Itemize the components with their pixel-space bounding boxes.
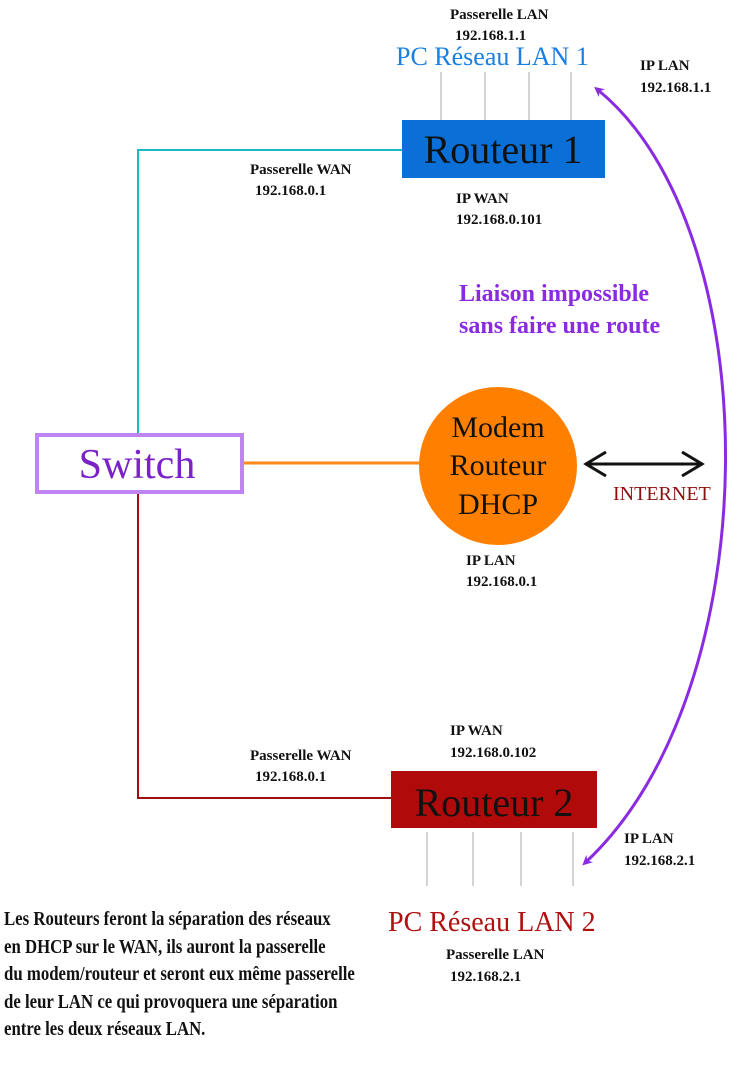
modem-router-dhcp[interactable] <box>419 387 577 545</box>
switch-label: Switch <box>79 442 196 488</box>
r1-ip-wan-title: IP WAN <box>456 191 509 207</box>
liaison-line1: Liaison impossible <box>459 281 649 307</box>
r1-ip-wan-ip: 192.168.0.101 <box>456 212 542 228</box>
note-line: entre les deux réseaux LAN. <box>4 1019 206 1040</box>
lan-to-lan-arrow <box>582 86 728 866</box>
pc-reseau-lan1: PC Réseau LAN 1 <box>396 42 589 71</box>
modem-line3: DHCP <box>458 488 538 521</box>
note-line: du modem/routeur et seront eux même pass… <box>4 964 355 985</box>
r1-passerelle-wan-ip: 192.168.0.1 <box>255 183 326 199</box>
r1-ip-lan-title: IP LAN <box>640 58 690 74</box>
r2-passerelle-wan-ip: 192.168.0.1 <box>255 769 326 785</box>
r1-ip-lan-ip: 192.168.1.1 <box>640 80 711 96</box>
r2-passerelle-lan-title: Passerelle LAN <box>446 947 545 963</box>
r2-passerelle-wan-title: Passerelle WAN <box>250 748 352 764</box>
r2-passerelle-lan-ip: 192.168.2.1 <box>450 969 521 985</box>
modem-line1: Modem <box>451 411 544 444</box>
wan-link-router2 <box>137 492 392 799</box>
router1-box[interactable] <box>402 120 605 178</box>
r2-ip-lan-title: IP LAN <box>624 831 674 847</box>
liaison-line2: sans faire une route <box>459 313 660 339</box>
r2-ip-lan-ip: 192.168.2.1 <box>624 853 695 869</box>
router1-label: Routeur 1 <box>424 127 583 172</box>
note-line: en DHCP sur le WAN, ils auront la passer… <box>4 936 326 958</box>
switch-box[interactable] <box>35 433 244 494</box>
explanation-note: Les Routeurs feront la séparation des ré… <box>4 906 355 1044</box>
r2-ip-wan-ip: 192.168.0.102 <box>450 745 536 761</box>
modem-ip-lan-title: IP LAN <box>466 553 516 569</box>
router1-lan-ports <box>440 72 572 120</box>
modem-ip-lan-ip: 192.168.0.1 <box>466 574 537 590</box>
internet-arrow <box>583 450 705 478</box>
internet-label: INTERNET <box>613 483 711 505</box>
modem-line2: Routeur <box>450 449 547 482</box>
router2-lan-ports <box>426 832 574 886</box>
router2-box[interactable] <box>391 771 597 828</box>
r2-ip-wan-title: IP WAN <box>450 723 503 739</box>
r1-passerelle-lan-title: Passerelle LAN <box>450 7 549 23</box>
wan-link-router1 <box>137 149 402 436</box>
note-line: Les Routeurs feront la séparation des ré… <box>4 909 331 930</box>
pc-reseau-lan2: PC Réseau LAN 2 <box>388 907 596 938</box>
r1-passerelle-lan-ip: 192.168.1.1 <box>455 28 526 44</box>
note-line: de leur LAN ce qui provoquera une sépara… <box>4 991 338 1013</box>
router2-label: Routeur 2 <box>415 780 574 825</box>
r1-passerelle-wan-title: Passerelle WAN <box>250 162 352 178</box>
